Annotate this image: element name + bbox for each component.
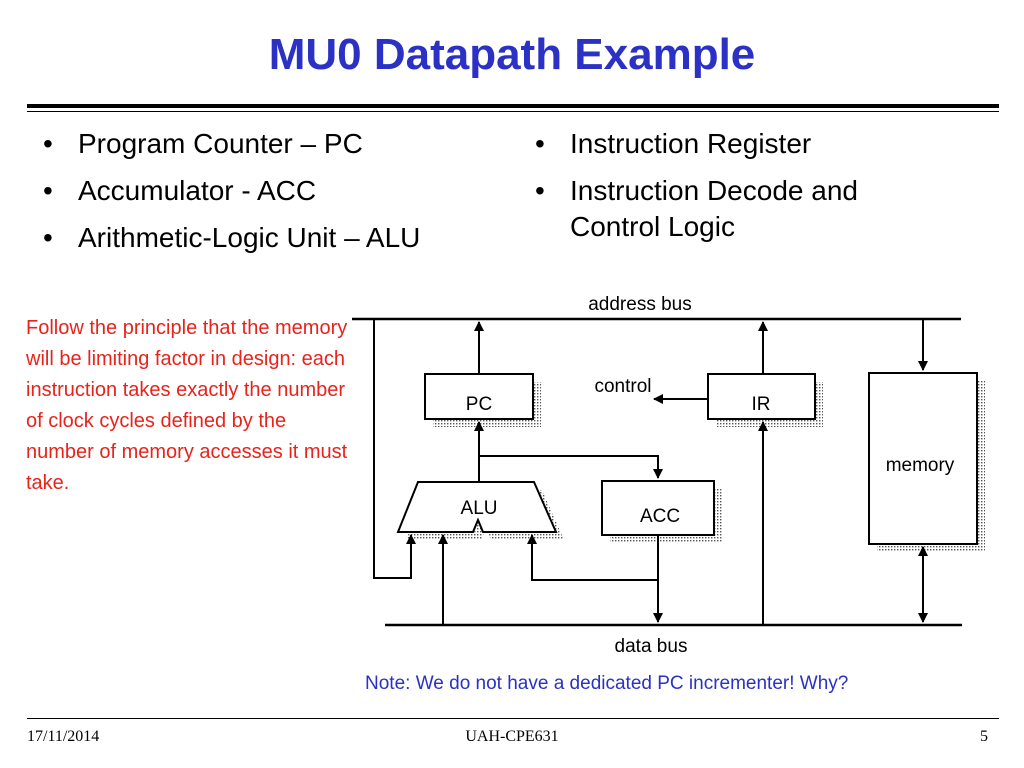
title-rule-thin [27, 111, 999, 112]
alu-unit [396, 481, 558, 533]
bullet-program-counter: Program Counter – PC [37, 126, 457, 162]
control-label: control [594, 376, 651, 397]
memory-block [868, 372, 978, 545]
acc-register [601, 480, 715, 536]
memory-label: memory [886, 455, 955, 476]
alu-to-acc-arrow [479, 455, 663, 479]
bullet-instruction-decode: Instruction Decode and Control Logic [529, 173, 949, 245]
footer-course: UAH-CPE631 [465, 728, 559, 745]
data-bus-label: data bus [615, 636, 688, 657]
slide-title: MU0 Datapath Example [268, 30, 756, 79]
ir-label: IR [752, 394, 771, 415]
title-rule-thick [27, 104, 999, 108]
alu-label: ALU [461, 498, 498, 519]
footer-date: 17/11/2014 [27, 728, 100, 745]
acc-label: ACC [640, 506, 680, 527]
left-bullet-list: Program Counter – PC Accumulator - ACC A… [37, 126, 457, 267]
bullet-accumulator: Accumulator - ACC [37, 173, 457, 209]
design-principle-note: Follow the principle that the memory wil… [26, 317, 348, 494]
footer-rule [27, 718, 999, 719]
acc-to-alu-arrow [527, 534, 658, 581]
pc-label: PC [466, 394, 492, 415]
address-bus-feedback-line [373, 319, 412, 579]
right-bullet-list: Instruction Register Instruction Decode … [529, 126, 949, 256]
address-bus-label: address bus [588, 294, 692, 315]
page-number: 5 [980, 728, 988, 745]
pc-incrementer-note: Note: We do not have a dedicated PC incr… [365, 673, 849, 694]
bullet-instruction-register: Instruction Register [529, 126, 949, 162]
bullet-alu: Arithmetic-Logic Unit – ALU [37, 220, 457, 256]
pc-register [424, 373, 534, 420]
ir-register [707, 373, 816, 420]
